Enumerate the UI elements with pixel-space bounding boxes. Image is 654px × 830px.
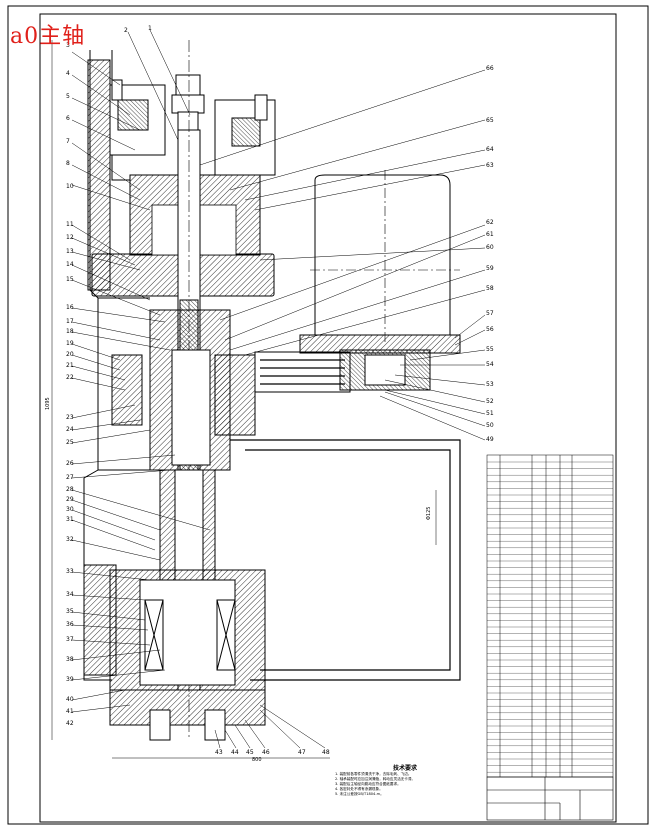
- callout-label: 44: [231, 749, 239, 756]
- callout-label: 59: [486, 265, 494, 272]
- callout-label: 4: [66, 70, 70, 77]
- callout-label: 51: [486, 410, 494, 417]
- callout-label: 7: [66, 138, 70, 145]
- callout-label: 8: [66, 160, 70, 167]
- callout-label: 47: [298, 749, 306, 756]
- valve-right: [214, 94, 276, 176]
- callout-label: 58: [486, 285, 494, 292]
- callout-label: 22: [66, 374, 74, 381]
- callout-label: 48: [322, 749, 330, 756]
- callout-label: 28: [66, 486, 74, 493]
- lower-housing: [109, 569, 266, 741]
- callout-label: 32: [66, 536, 74, 543]
- callout-label: 40: [66, 696, 74, 703]
- callout-label: 41: [66, 708, 74, 715]
- callout-label: 33: [66, 568, 74, 575]
- callout-label: 60: [486, 244, 494, 251]
- callout-label: 13: [66, 248, 74, 255]
- callout-label: 15: [66, 276, 74, 283]
- callout-label: 3: [66, 42, 70, 49]
- technical-notes: 技术要求 1. 装配前各零件须清洗干净，去除毛刺、飞边。 2. 轴承装配时应加注…: [335, 766, 455, 797]
- callout-label: 49: [486, 436, 494, 443]
- callout-label: 38: [66, 656, 74, 663]
- motor: [299, 170, 461, 391]
- callout-label: 50: [486, 422, 494, 429]
- parts-list-rows: [487, 461, 613, 773]
- callout-label: 31: [66, 516, 74, 523]
- callout-label: 55: [486, 346, 494, 353]
- dimension-right: Φ125: [426, 507, 432, 520]
- callout-label: 56: [486, 326, 494, 333]
- callout-label: 63: [486, 162, 494, 169]
- drawing-title: a0主轴: [10, 24, 86, 49]
- callout-label: 46: [262, 749, 270, 756]
- leader-lines: [71, 29, 486, 749]
- callout-label: 52: [486, 398, 494, 405]
- callout-label: 16: [66, 304, 74, 311]
- callout-label: 34: [66, 591, 74, 598]
- callout-label: 5: [66, 93, 70, 100]
- middle-housing: [111, 309, 256, 591]
- callout-label: 29: [66, 496, 74, 503]
- note-line: 1. 装配前各零件须清洗干净，去除毛刺、飞边。: [335, 772, 412, 776]
- callout-label: 65: [486, 117, 494, 124]
- callout-label: 62: [486, 219, 494, 226]
- callout-label: 39: [66, 676, 74, 683]
- callout-label: 24: [66, 426, 74, 433]
- callout-label: 14: [66, 261, 74, 268]
- callout-label: 19: [66, 340, 74, 347]
- callout-label: 57: [486, 310, 494, 317]
- callout-label: 1: [148, 25, 152, 32]
- notes-title: 技术要求: [392, 765, 417, 772]
- dimension-bottom: 800: [252, 757, 262, 763]
- callout-label: 42: [66, 720, 74, 727]
- dimension-lines: [51, 40, 437, 759]
- callout-label: 43: [215, 749, 223, 756]
- callout-label: 53: [486, 381, 494, 388]
- callout-label: 10: [66, 183, 74, 190]
- callout-label: 27: [66, 474, 74, 481]
- callout-label: 36: [66, 621, 74, 628]
- note-line: 3. 装配后主轴径向跳动应符合图纸要求。: [335, 782, 401, 786]
- callout-label: 37: [66, 636, 74, 643]
- callout-label: 17: [66, 318, 74, 325]
- valve-left: [109, 79, 166, 156]
- inner-frame: [39, 13, 617, 823]
- callout-label: 30: [66, 506, 74, 513]
- housing: [83, 50, 150, 681]
- note-line: 4. 各密封处不得有渗漏现象。: [335, 787, 383, 791]
- callout-label: 2: [124, 27, 128, 34]
- callout-label: 21: [66, 362, 74, 369]
- note-line: 5. 未注公差按GB/T1804-m。: [335, 792, 384, 796]
- outer-frame: [7, 5, 649, 825]
- callout-label: 6: [66, 115, 70, 122]
- callout-label: 23: [66, 414, 74, 421]
- callout-label: 61: [486, 231, 494, 238]
- parts-list-table: [486, 454, 614, 778]
- callout-label: 25: [66, 439, 74, 446]
- callout-label: 54: [486, 361, 494, 368]
- callout-label: 18: [66, 328, 74, 335]
- callout-label: 20: [66, 351, 74, 358]
- callout-label: 66: [486, 65, 494, 72]
- callout-label: 11: [66, 221, 74, 228]
- callout-label: 45: [246, 749, 254, 756]
- callout-numbers: 1 2 3 4 5 6 7 8 10 11 12 13 14 15 16 17 …: [45, 25, 494, 763]
- title-block: [486, 776, 614, 821]
- note-line: 2. 轴承装配时应加注润滑脂，转动应灵活无卡滞。: [335, 777, 416, 781]
- callout-label: 12: [66, 234, 74, 241]
- callout-label: 26: [66, 460, 74, 467]
- top-fitting: [171, 74, 205, 133]
- callout-label: 64: [486, 146, 494, 153]
- dimension-vertical: 1095: [45, 397, 51, 410]
- callout-label: 35: [66, 608, 74, 615]
